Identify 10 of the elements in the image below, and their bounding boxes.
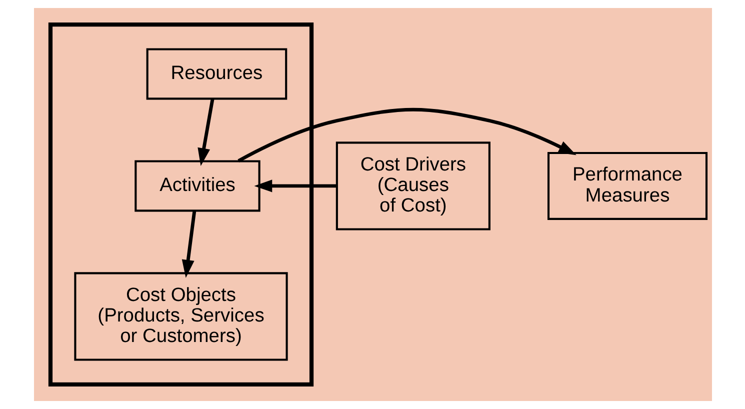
- arrow: [254, 180, 336, 192]
- arrow: [197, 98, 214, 166]
- node-box: Activities: [134, 160, 260, 212]
- arrow: [237, 108, 576, 162]
- node-box: Cost Objects (Products, Services or Customers): [74, 272, 288, 361]
- node-box: Cost Drivers (Causes of Cost): [335, 142, 490, 230]
- cluster: [48, 22, 314, 387]
- node-box: Resources: [146, 48, 287, 100]
- arrow: [181, 210, 196, 278]
- node-box: Performance Measures: [546, 152, 708, 220]
